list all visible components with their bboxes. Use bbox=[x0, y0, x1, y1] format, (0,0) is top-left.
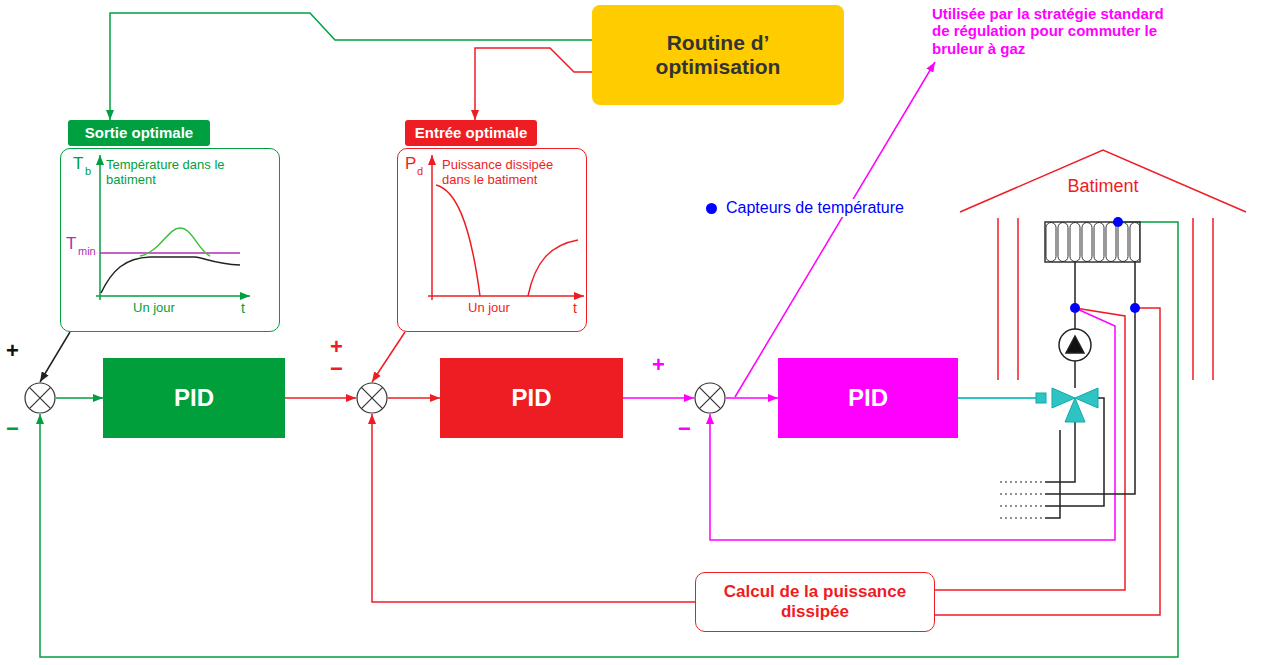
signal-arrow bbox=[372, 332, 405, 382]
junction-circle bbox=[357, 383, 387, 413]
junction-cross bbox=[29, 387, 50, 408]
sign-label: + bbox=[652, 354, 665, 376]
output-chart-part bbox=[99, 155, 101, 300]
junction-circle bbox=[695, 383, 725, 413]
box-label: Routine d’ optimisation bbox=[613, 31, 823, 79]
signal-arrow bbox=[285, 397, 356, 399]
chart-label: T bbox=[66, 234, 76, 254]
chart-label: P bbox=[405, 154, 416, 174]
signal-arrow bbox=[40, 332, 70, 382]
building-wall bbox=[1192, 218, 1194, 380]
output-chart-part bbox=[101, 257, 240, 293]
chart-label: Un jour bbox=[468, 300, 510, 315]
input-chart-part bbox=[428, 295, 584, 297]
signal-arrow bbox=[110, 13, 592, 120]
pid-box: PID bbox=[103, 358, 285, 438]
note-text: Utilisée par la stratégie standard de ré… bbox=[932, 5, 1182, 57]
input-chart-part bbox=[528, 240, 578, 296]
heating-plant-part bbox=[1045, 222, 1140, 262]
temperature-sensor-part bbox=[1130, 303, 1140, 313]
panel-heading: Sortie optimale bbox=[68, 120, 210, 146]
optimisation-box: Routine d’ optimisation bbox=[592, 5, 844, 105]
box-label: PID bbox=[174, 384, 214, 412]
feedback-wire-part bbox=[935, 308, 1125, 590]
box-label: PID bbox=[848, 384, 888, 412]
signal-arrow bbox=[475, 48, 592, 120]
chart-label: Température dans le batiment bbox=[106, 158, 228, 188]
feedback-wire-part bbox=[935, 308, 1160, 615]
sign-label: − bbox=[678, 418, 691, 440]
chart-label: b bbox=[85, 165, 91, 177]
junction-circle bbox=[25, 383, 55, 413]
building-outline: Batiment bbox=[958, 148, 1248, 388]
calculation-box: Calcul de la puissance dissipée bbox=[695, 572, 935, 632]
heating-plant-part bbox=[1036, 393, 1046, 403]
panel-heading: Entrée optimale bbox=[405, 120, 537, 146]
sign-label: − bbox=[6, 418, 19, 440]
heating-plant-part bbox=[1074, 262, 1076, 388]
output-chart-part bbox=[96, 295, 250, 297]
chart-label: T bbox=[73, 154, 83, 174]
summing-junction: +− bbox=[694, 382, 726, 414]
legend-swatch bbox=[706, 203, 717, 214]
legend-entry: Capteurs de température bbox=[706, 199, 906, 217]
temperature-sensor bbox=[1070, 217, 1140, 313]
summing-junction bbox=[24, 382, 56, 414]
chart-label: min bbox=[78, 245, 96, 257]
signal-arrow bbox=[388, 397, 440, 399]
heating-plant-part bbox=[1045, 430, 1060, 518]
signal-arrow bbox=[726, 397, 778, 399]
sign-label: − bbox=[330, 358, 343, 380]
legend-text: Capteurs de température bbox=[724, 199, 906, 217]
summing-junction bbox=[694, 382, 726, 414]
output-panel: Sortie optimaleTb Température dans le bat… bbox=[60, 120, 280, 332]
feedback-wire-part bbox=[40, 222, 1178, 657]
building-wall bbox=[1212, 218, 1214, 380]
building-wall bbox=[997, 218, 999, 380]
summing-junction bbox=[356, 382, 388, 414]
feedback-wire-part bbox=[735, 62, 935, 397]
chart-label: Un jour bbox=[133, 300, 175, 315]
summing-junction: +− bbox=[356, 382, 388, 414]
heating-plant-part bbox=[1000, 482, 1045, 518]
junction-cross bbox=[699, 387, 720, 408]
feedback-wire bbox=[40, 62, 1178, 657]
chart-label: d bbox=[417, 165, 423, 177]
summing-junction: +− bbox=[24, 382, 56, 414]
input-chart bbox=[428, 155, 584, 300]
heating-plant-part bbox=[1066, 336, 1084, 353]
chart-label: t bbox=[573, 300, 577, 316]
heating-plant-part bbox=[1059, 329, 1091, 361]
output-chart-part bbox=[100, 252, 240, 254]
heating-plant-part bbox=[1045, 262, 1135, 494]
chart-label: t bbox=[241, 300, 245, 316]
heating-plant-part bbox=[1052, 388, 1098, 422]
sign-label: + bbox=[330, 336, 343, 358]
box-label: PID bbox=[511, 384, 551, 412]
input-chart-part bbox=[431, 155, 433, 300]
output-chart bbox=[96, 155, 250, 300]
output-chart-part bbox=[140, 228, 210, 256]
building-wall bbox=[1017, 218, 1019, 380]
heating-plant-part bbox=[958, 397, 1036, 399]
heating-plant bbox=[958, 222, 1140, 518]
junction-cross bbox=[361, 387, 382, 408]
input-chart-part bbox=[436, 185, 480, 296]
signal-arrow bbox=[623, 397, 694, 399]
input-panel: Entrée optimalePd Puissance dissipée dans… bbox=[397, 120, 587, 332]
sign-label: + bbox=[6, 340, 19, 362]
signal-arrow bbox=[56, 397, 103, 399]
pid-box: PID bbox=[778, 358, 958, 438]
chart-label: Puissance dissipée dans le batiment bbox=[442, 158, 574, 188]
temperature-sensor-part bbox=[1070, 303, 1080, 313]
temperature-sensor-part bbox=[1113, 217, 1123, 227]
signal-arrow bbox=[372, 414, 695, 602]
box-label: Calcul de la puissance dissipée bbox=[715, 582, 915, 621]
feedback-wire-part bbox=[710, 308, 1115, 540]
pid-box: PID bbox=[440, 358, 623, 438]
building-label: Batiment bbox=[958, 176, 1248, 197]
